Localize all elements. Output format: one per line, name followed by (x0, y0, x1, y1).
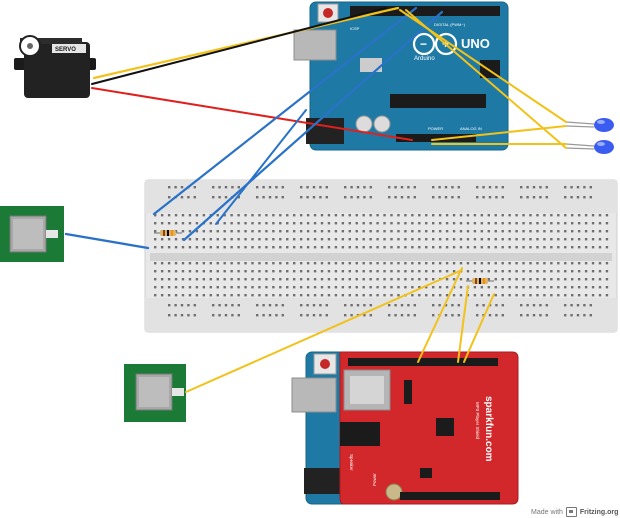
made-with-label: Made with (531, 508, 563, 516)
wire-servo-ground (91, 7, 387, 85)
wire-led-3 (431, 125, 567, 141)
wire-blue-2 (182, 10, 444, 242)
shield-subtitle-label: MP3 Player Shield (475, 402, 480, 440)
wire-shield-1 (417, 267, 463, 363)
wire-blue-1 (152, 6, 418, 216)
power-label: Power (372, 473, 377, 486)
wire-servo-power (91, 87, 413, 141)
wire-shield-2 (457, 285, 469, 363)
wire-led-2 (405, 9, 567, 149)
force-sensor-bottom (124, 364, 186, 422)
servo-motor: SERVO (14, 35, 96, 98)
wire-sensor-bottom (185, 269, 463, 393)
power-header-label: POWER (428, 126, 443, 131)
shield-brand-label: sparkfun.com (483, 396, 494, 462)
led-top (565, 118, 614, 132)
led-bottom (565, 140, 614, 154)
arduino-uno-top: − + UNO Arduino ICSP DIGITAL (PWM~) POWE… (293, 1, 509, 151)
fritzing-brand-link[interactable]: Fritzing.org (579, 508, 619, 516)
wires (64, 6, 567, 393)
svg-text:−: − (420, 37, 427, 51)
speaker-label: Speaker (349, 454, 354, 471)
arduino-maker-label: Arduino (414, 56, 435, 62)
force-sensor-left (0, 206, 64, 262)
wire-blue-4 (215, 109, 307, 225)
icsp-label: ICSP (350, 26, 360, 31)
wire-blue-3 (64, 232, 150, 250)
servo-label: SERVO (55, 47, 76, 53)
arduino-brand-label: UNO (461, 36, 490, 51)
resistor-left (154, 230, 182, 236)
fritzing-credit: Made with Fritzing.org (531, 506, 618, 518)
breadboard-holes (154, 186, 609, 317)
wire-servo-signal (92, 6, 400, 80)
resistor-right (466, 278, 494, 284)
digital-header-label: DIGITAL (PWM~) (434, 22, 466, 27)
analog-header-label: ANALOG IN (460, 126, 482, 131)
breadboard (144, 179, 618, 333)
wire-shield-3 (463, 293, 495, 363)
fritzing-logo-icon (565, 507, 577, 517)
mp3-player-shield: sparkfun.com MP3 Player Shield Speaker P… (339, 351, 519, 505)
